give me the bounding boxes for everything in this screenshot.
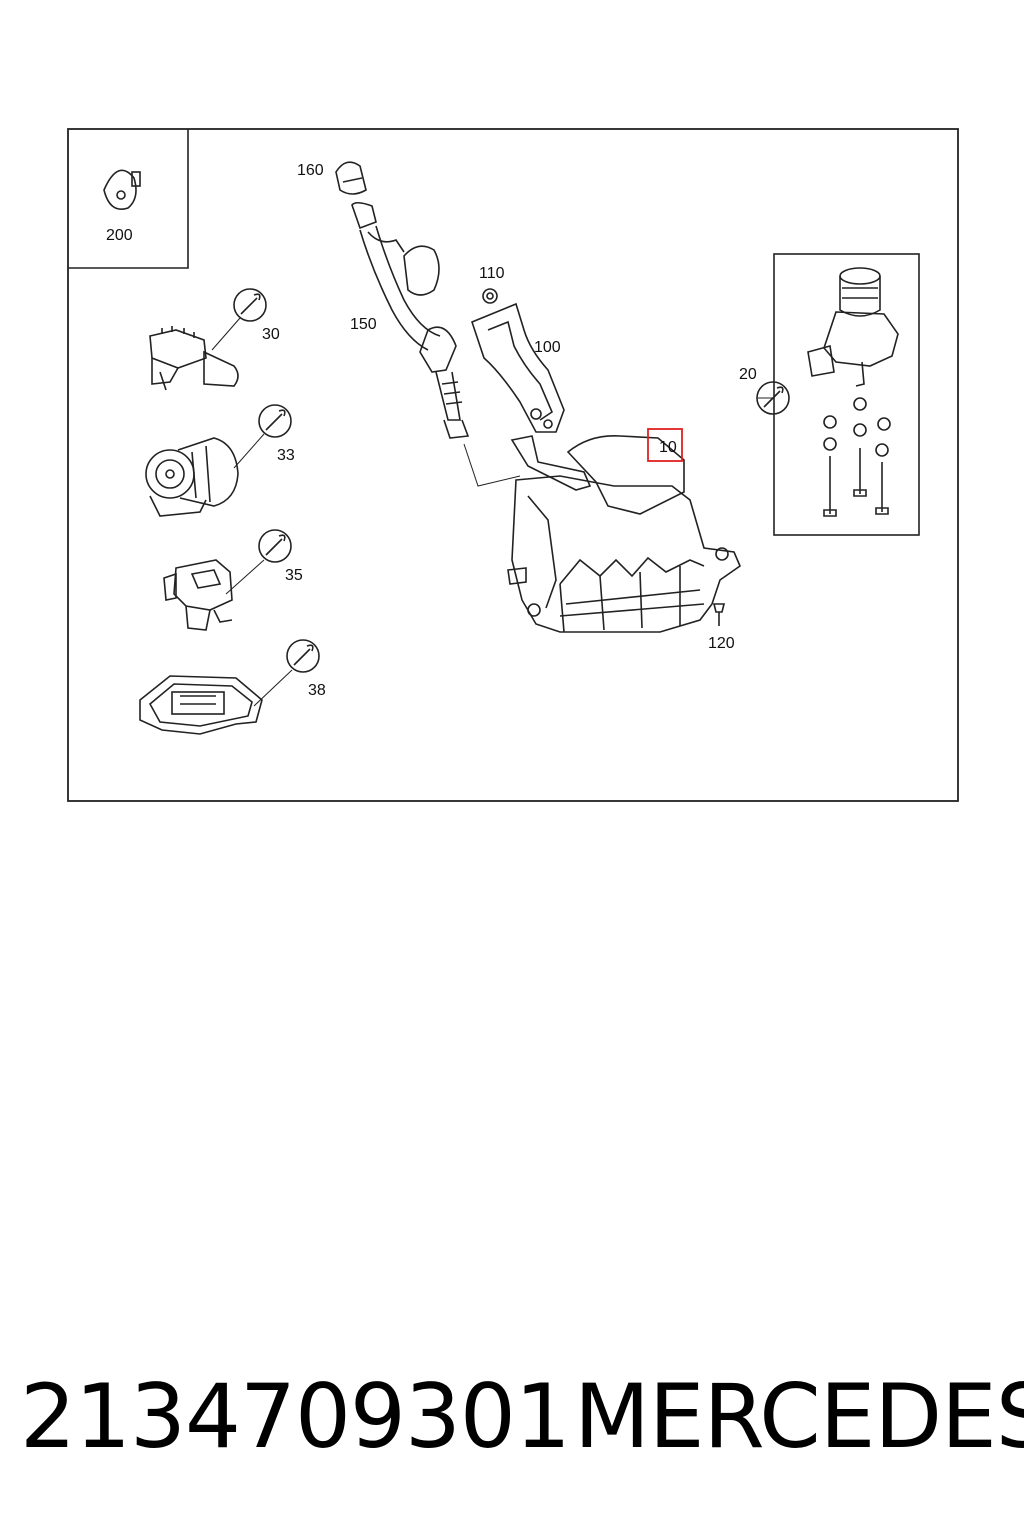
- brand-name: MERCEDES: [574, 1365, 1024, 1468]
- callout-35: 35: [285, 567, 303, 584]
- highlight-box: [647, 428, 683, 462]
- manifold-icon: [507, 435, 741, 633]
- callout-120: 120: [708, 635, 735, 652]
- inset-box-200: [68, 129, 189, 269]
- wrench-icon: [253, 639, 320, 707]
- pump-icon: [145, 437, 239, 517]
- diagram-frame: [67, 128, 959, 802]
- bolt-icon: [712, 603, 726, 626]
- cap-icon: [335, 161, 367, 195]
- callout-110: 110: [479, 265, 505, 282]
- wrench-icon: [211, 288, 267, 351]
- wrench-icon: [756, 381, 790, 415]
- actuator-icon: [163, 559, 233, 631]
- callout-150: 150: [350, 316, 377, 333]
- sensor-icon: [149, 326, 239, 391]
- callout-10: 10: [659, 439, 677, 456]
- leader-line: [463, 443, 521, 487]
- callout-200: 200: [106, 227, 133, 244]
- bolt-icon: [823, 448, 889, 517]
- callout-100: 100: [534, 339, 561, 356]
- callout-33: 33: [277, 447, 295, 464]
- callout-20: 20: [739, 366, 757, 383]
- bracket-icon: [471, 302, 565, 433]
- hose-icon: [351, 201, 470, 439]
- callout-38: 38: [308, 682, 326, 699]
- screw-icon: [103, 169, 141, 210]
- washer-icon: [482, 288, 498, 304]
- wrench-icon: [233, 404, 292, 469]
- wrench-icon: [225, 529, 292, 595]
- valve-icon: [807, 267, 899, 387]
- part-number: 2134709301: [20, 1365, 571, 1468]
- inset-box-20: [773, 253, 920, 536]
- washer-icon: [823, 397, 891, 457]
- callout-30: 30: [262, 326, 280, 343]
- callout-160: 160: [297, 162, 324, 179]
- gasket-icon: [139, 675, 263, 735]
